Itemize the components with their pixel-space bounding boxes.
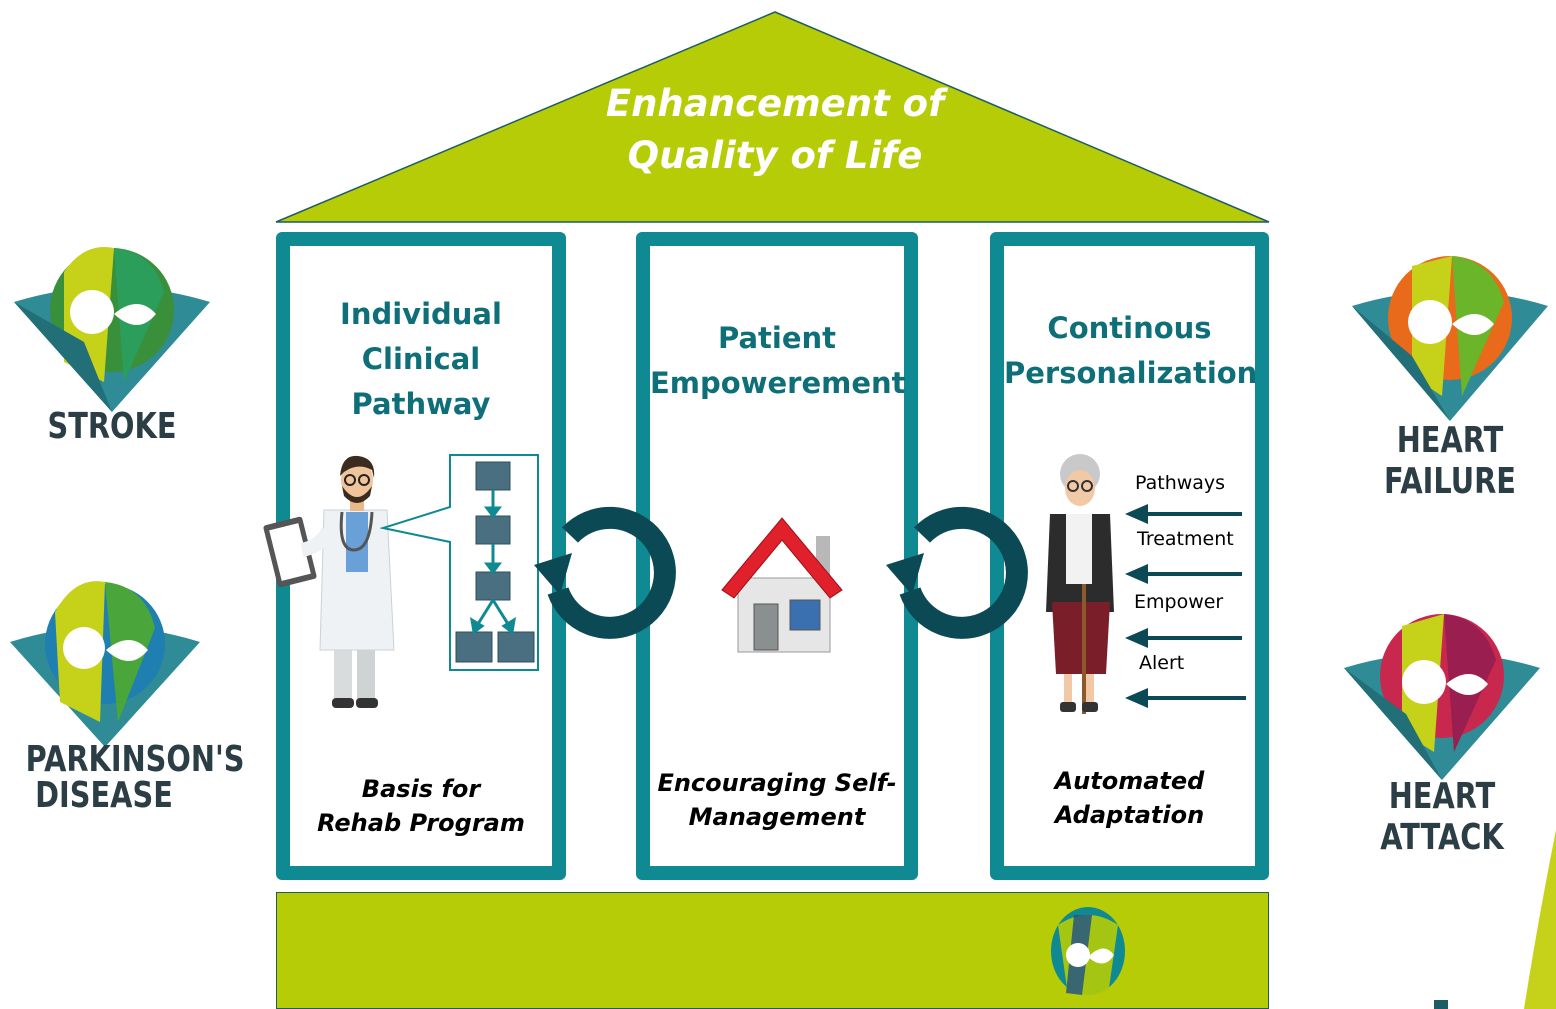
cycle-arrow-icon <box>534 506 676 639</box>
pillar-title-line: Continous <box>1047 311 1212 345</box>
cycle-arrow-icon <box>886 506 1028 639</box>
roof-title-line-2: Quality of Life <box>627 134 923 177</box>
decorative-swoosh <box>1434 830 1556 1009</box>
roof-title-line-1: Enhancement of <box>605 82 945 125</box>
pillar-continuous-personalization: Continous Personalization Automated Adap… <box>990 232 1269 880</box>
patient-icon <box>1046 454 1114 714</box>
roof <box>275 11 1270 223</box>
pillar-title-line: Patient <box>717 321 837 355</box>
pillar-title: Patient Empowerement <box>650 316 906 406</box>
pillar-title-line: Clinical <box>361 342 481 376</box>
input-arrows <box>1125 503 1246 709</box>
pillar-title: Continous Personalization <box>1004 306 1258 396</box>
pillar-title-line: Personalization <box>1004 356 1258 390</box>
stroke-badge-icon <box>14 247 210 412</box>
condition-label-parkinsons-line: DISEASE <box>35 775 173 816</box>
heart-failure-badge-icon <box>1352 256 1548 421</box>
pillar-title: Individual Clinical Pathway <box>290 292 552 427</box>
condition-label-parkinsons-line: PARKINSON'S <box>25 739 245 780</box>
condition-label-heart-failure: HEART FAILURE <box>1384 420 1516 502</box>
pillar-title-line: Empowerement <box>650 366 906 400</box>
input-label-treatment: Treatment <box>1137 528 1234 550</box>
pillar-patient-empowerment: Patient Empowerement Encouraging Self- M… <box>636 232 918 880</box>
parkinsons-badge-icon <box>10 581 200 747</box>
pillar-subtitle-line: Automated <box>1054 767 1205 795</box>
pillar-subtitle: Automated Adaptation <box>1004 764 1255 832</box>
pillar-subtitle: Encouraging Self- Management <box>650 766 904 834</box>
pillar-subtitle-line: Rehab Program <box>317 809 525 837</box>
pillar-subtitle-line: Management <box>688 803 866 831</box>
home-icon <box>721 517 843 653</box>
condition-label-stroke: STROKE <box>47 406 177 447</box>
flowchart-bubble <box>380 454 539 671</box>
condition-label-heart-attack: HEART ATTACK <box>1380 776 1504 858</box>
pillar-title-line: Pathway <box>351 387 491 421</box>
pillar-title-line: Individual <box>340 297 502 331</box>
pillar-subtitle-line: Basis for <box>361 775 481 803</box>
pillar-subtitle-line: Adaptation <box>1054 801 1205 829</box>
logo-mark-icon <box>1051 907 1125 995</box>
roof-title: Enhancement of Quality of Life <box>540 78 1010 182</box>
input-label-alert: Alert <box>1139 652 1185 674</box>
pillar-subtitle-line: Encouraging Self- <box>657 769 897 797</box>
heart-attack-badge-icon <box>1344 614 1540 780</box>
input-label-empower: Empower <box>1134 591 1224 613</box>
input-label-pathways: Pathways <box>1135 472 1226 494</box>
doctor-icon <box>263 455 395 708</box>
pillar-subtitle: Basis for Rehab Program <box>290 772 552 840</box>
